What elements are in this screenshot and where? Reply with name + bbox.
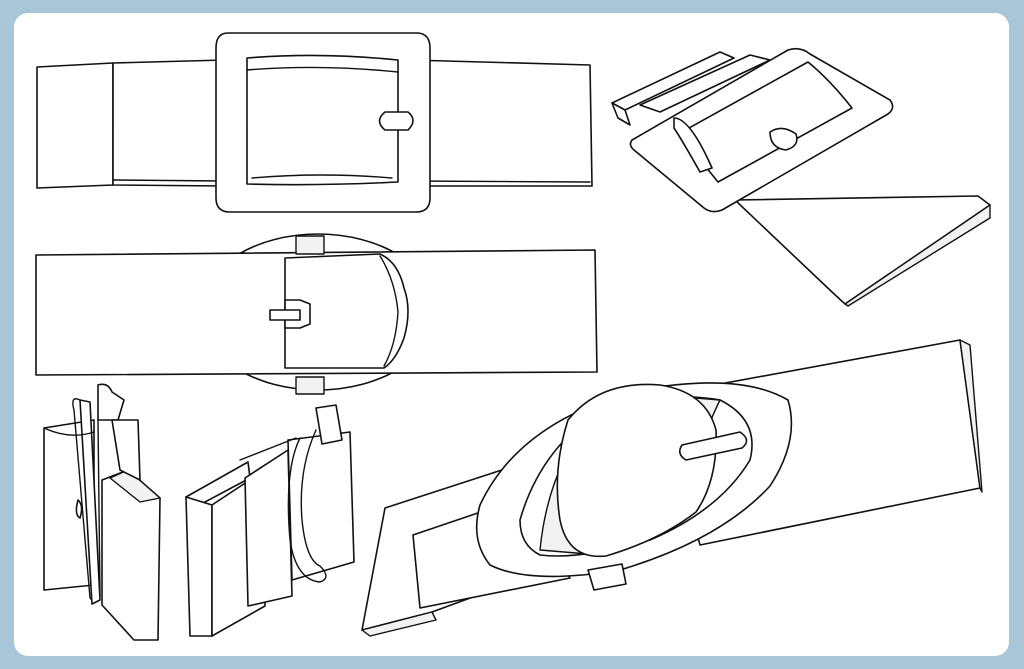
prong-shape-large (678, 431, 748, 461)
view-side-left (43, 383, 161, 641)
view-back-flat (35, 233, 598, 395)
belt-buckle-sheet (35, 32, 991, 641)
prong-shape (378, 111, 414, 131)
prong-shape-angled (769, 127, 798, 151)
view-side-right (185, 404, 355, 637)
view-angled-top-right (611, 47, 991, 307)
view-angled-large (361, 339, 983, 637)
view-front-flat (36, 32, 593, 213)
canvas-frame (14, 13, 1009, 656)
